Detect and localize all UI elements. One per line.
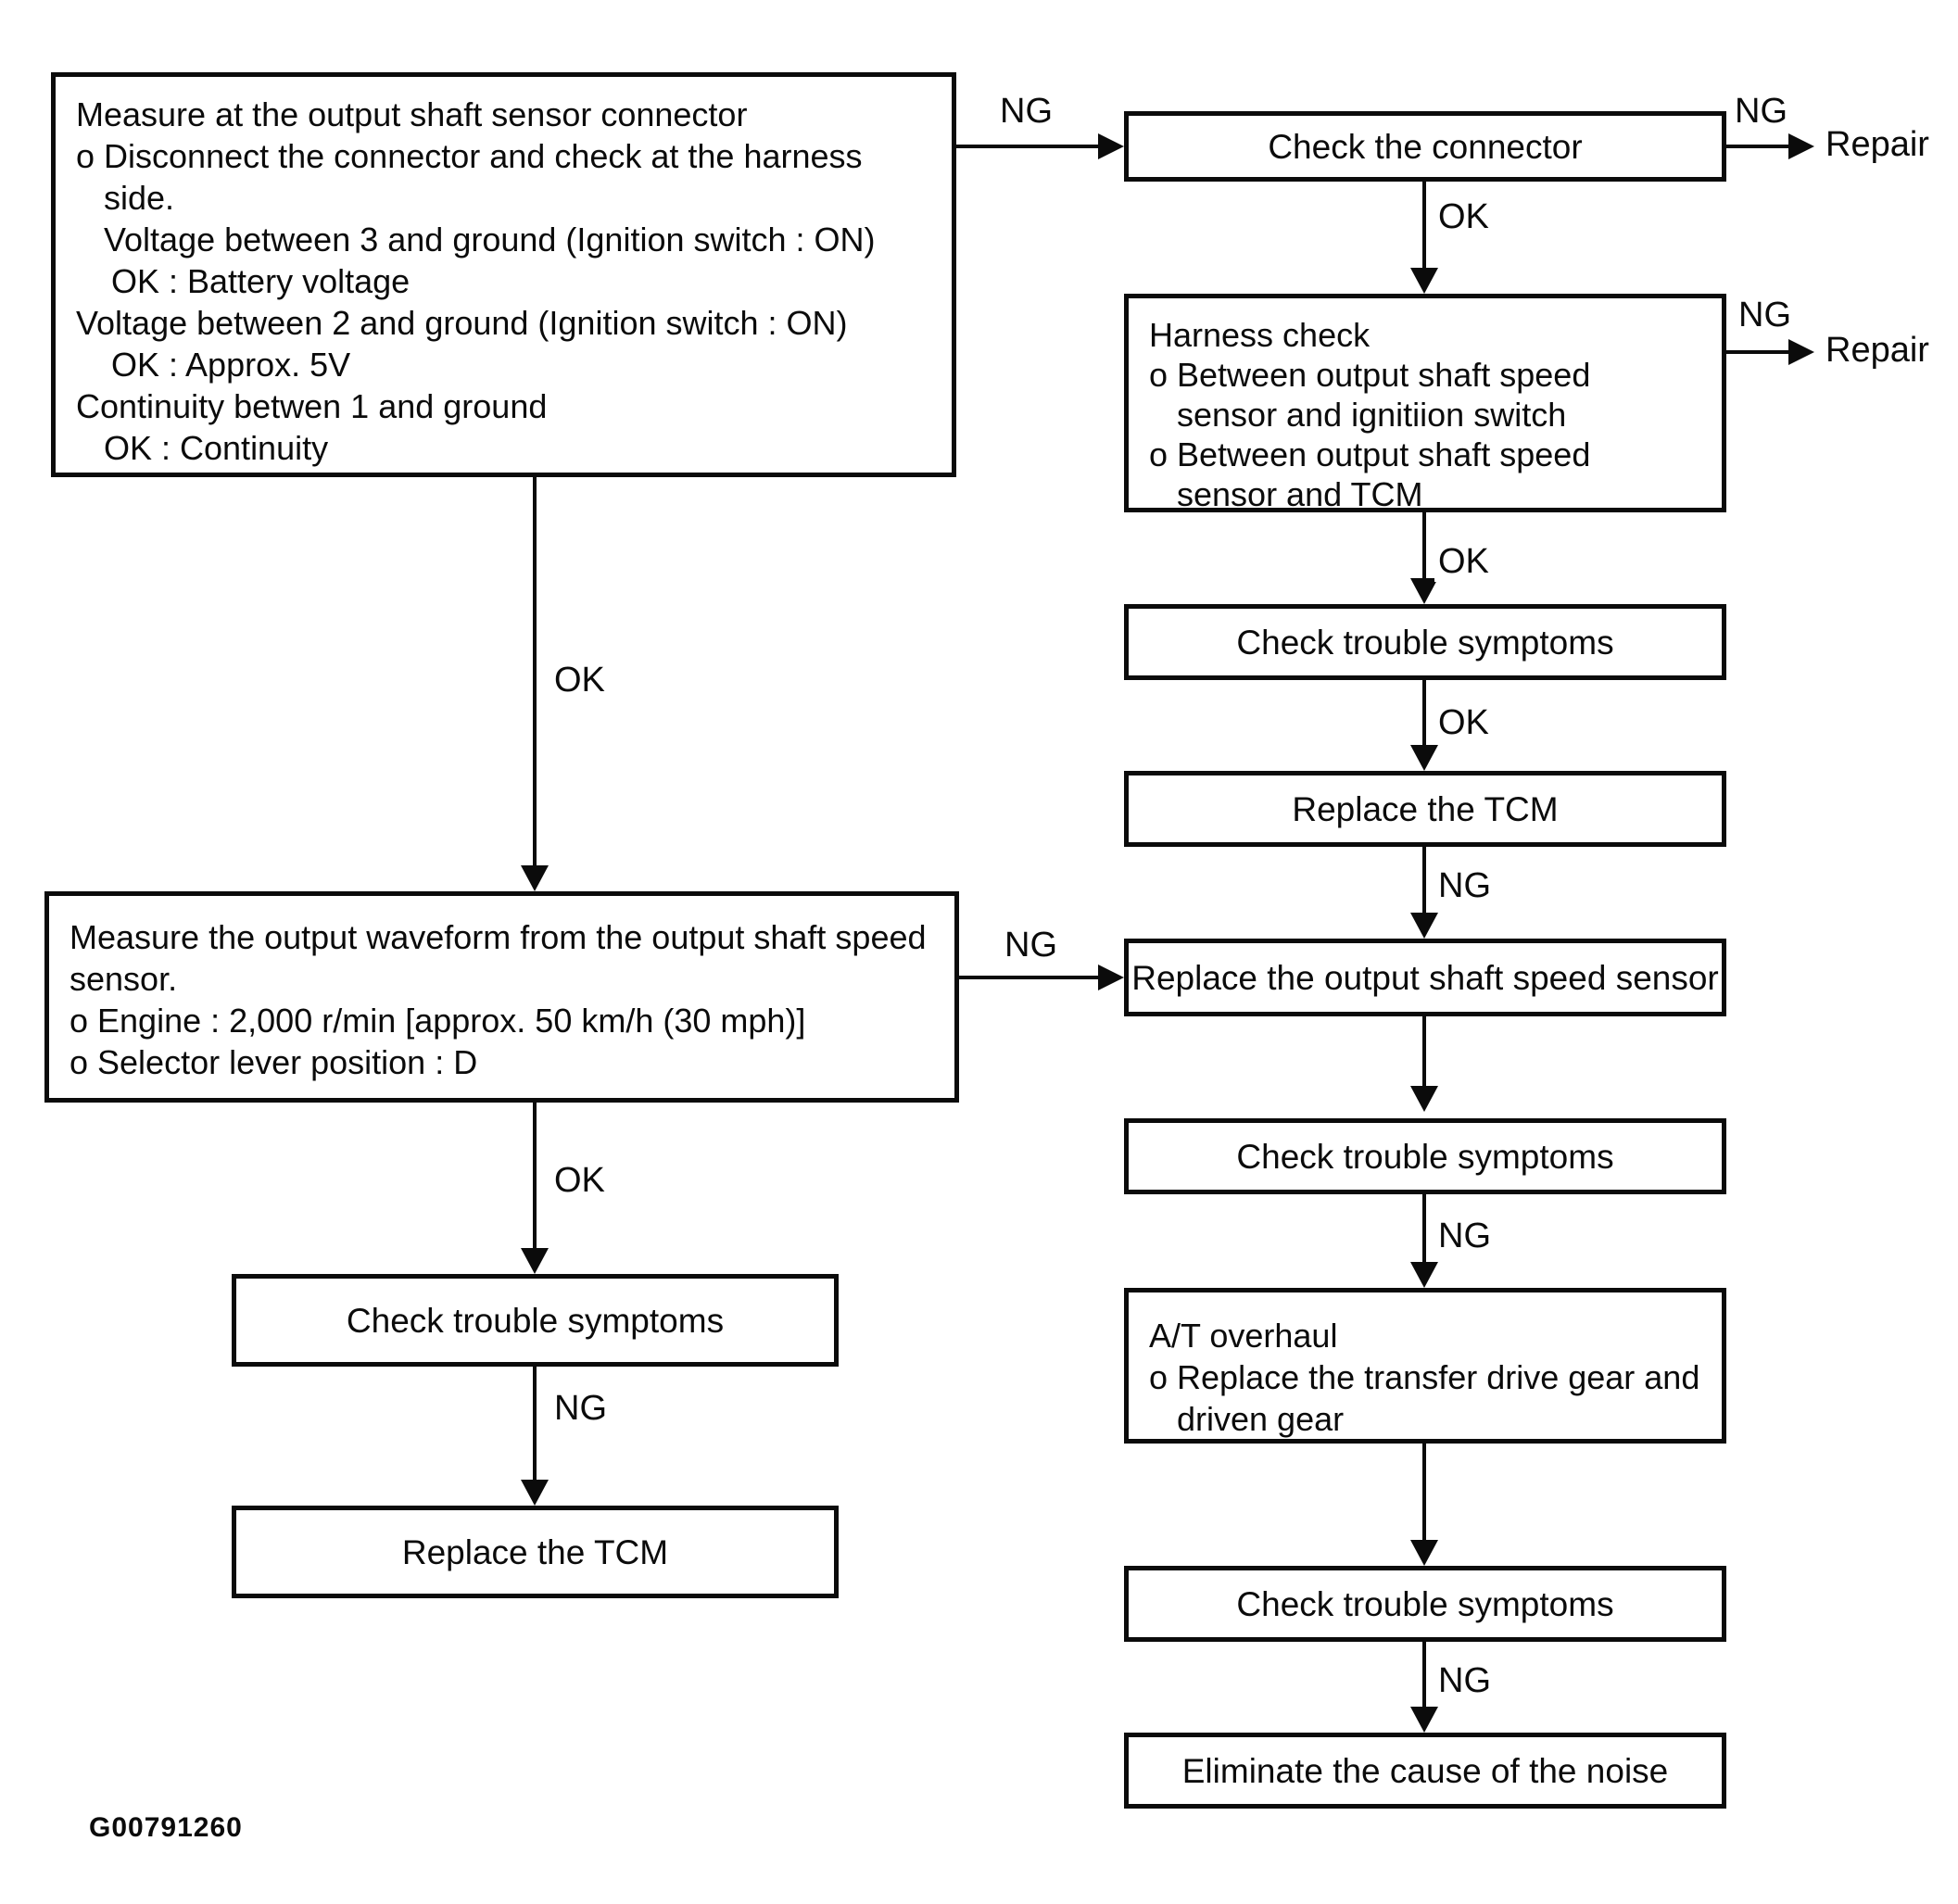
connector-waveform-to-replace-sensor [959, 976, 1098, 979]
connector-sensor-to-symptoms2 [1422, 1016, 1426, 1086]
arrowhead-down [1410, 745, 1438, 771]
flow-box-eliminate-noise: Eliminate the cause of the noise [1124, 1733, 1726, 1809]
text-line: o Between output shaft speed [1149, 435, 1591, 473]
connector-symptoms2-to-overhaul [1422, 1194, 1426, 1262]
arrowhead-right [1098, 965, 1124, 990]
label-ng: NG [996, 91, 1056, 132]
connector-overhaul-to-symptoms3 [1422, 1444, 1426, 1540]
flow-box-title: Check trouble symptoms [1236, 1584, 1614, 1623]
connector-connector-to-harness [1422, 182, 1426, 268]
text-line: Continuity betwen 1 and ground [76, 387, 548, 425]
text-line: o Replace the transfer drive gear and [1149, 1358, 1700, 1396]
label-ok: OK [1434, 702, 1493, 743]
label-ng: NG [1735, 295, 1795, 335]
flow-box-title: Check trouble symptoms [1236, 1137, 1614, 1176]
flow-box-title: Check the connector [1268, 127, 1583, 166]
text-line: o Engine : 2,000 r/min [approx. 50 km/h … [69, 1002, 806, 1040]
label-ok: OK [550, 1160, 609, 1201]
arrowhead-right [1098, 133, 1124, 159]
connector-measure-to-check-connector [956, 145, 1098, 148]
label-ok: OK [1434, 541, 1493, 582]
text-line: o Selector lever position : D [69, 1043, 478, 1081]
text-line: sensor. [69, 960, 178, 998]
text-line: sensor and ignitiion switch [1177, 396, 1567, 434]
text-line: OK : Continuity [104, 429, 329, 467]
arrowhead-down [521, 1480, 549, 1506]
label-ng: NG [1434, 865, 1495, 906]
flow-box-text: Measure the output waveform from the out… [69, 916, 936, 1083]
connector-waveform-to-symptoms [533, 1103, 537, 1248]
label-ng: NG [1731, 91, 1791, 132]
text-line: o Disconnect the connector and check at … [76, 137, 863, 175]
connector-harness-to-symptoms1 [1422, 512, 1426, 578]
text-line: Voltage between 2 and ground (Ignition s… [76, 304, 848, 342]
label-ng: NG [550, 1388, 611, 1429]
connector-symptoms3-to-eliminate [1422, 1642, 1426, 1707]
arrowhead-down [1410, 268, 1438, 294]
flow-box-check-symptoms-left: Check trouble symptoms [232, 1274, 839, 1367]
arrowhead-right [1788, 133, 1814, 159]
flow-box-title: Replace the output shaft speed sensor [1131, 958, 1719, 997]
label-ok: OK [550, 660, 609, 700]
connector-symptoms-to-tcm-left [533, 1367, 537, 1480]
figure-code: G00791260 [89, 1812, 243, 1843]
flow-box-replace-sensor: Replace the output shaft speed sensor [1124, 939, 1726, 1016]
flow-box-title: Replace the TCM [1292, 789, 1559, 828]
flow-box-replace-tcm-right: Replace the TCM [1124, 771, 1726, 847]
flow-box-title: Check trouble symptoms [1236, 623, 1614, 662]
text-line: Harness check [1149, 316, 1371, 354]
flow-box-measure-connector: Measure at the output shaft sensor conne… [51, 72, 956, 477]
label-ng: NG [1434, 1216, 1495, 1256]
flow-box-measure-waveform: Measure the output waveform from the out… [44, 891, 959, 1103]
text-line: Measure at the output shaft sensor conne… [76, 95, 748, 133]
connector-harness-to-repair [1726, 350, 1788, 354]
arrowhead-down [1410, 1086, 1438, 1112]
label-ng: NG [1434, 1660, 1495, 1701]
flow-box-check-symptoms-right-1: Check trouble symptoms [1124, 604, 1726, 680]
flow-box-title: Eliminate the cause of the noise [1181, 1751, 1669, 1790]
text-line: OK : Approx. 5V [111, 346, 351, 384]
arrowhead-down [1410, 578, 1438, 604]
flow-box-title: Check trouble symptoms [346, 1301, 725, 1340]
connector-check-connector-to-repair [1726, 145, 1788, 148]
connector-tcm-to-replace-sensor [1422, 847, 1426, 913]
label-ok: OK [1434, 196, 1493, 237]
text-line: Voltage between 3 and ground (Ignition s… [104, 221, 876, 258]
text-line: side. [104, 179, 175, 217]
flow-box-replace-tcm-left: Replace the TCM [232, 1506, 839, 1598]
arrowhead-down [1410, 1707, 1438, 1733]
arrowhead-down [521, 1248, 549, 1274]
flow-box-check-symptoms-right-2: Check trouble symptoms [1124, 1118, 1726, 1194]
text-line: A/T overhaul [1149, 1317, 1338, 1355]
arrowhead-right [1788, 339, 1814, 365]
arrowhead-down [1410, 1262, 1438, 1288]
flow-box-check-symptoms-right-3: Check trouble symptoms [1124, 1566, 1726, 1642]
text-line: Measure the output waveform from the out… [69, 918, 927, 956]
arrowhead-down [521, 865, 549, 891]
flow-box-check-connector: Check the connector [1124, 111, 1726, 182]
label-repair: Repair [1822, 124, 1933, 165]
connector-measure-to-waveform [533, 477, 537, 865]
text-line: sensor and TCM [1177, 475, 1423, 513]
arrowhead-down [1410, 913, 1438, 939]
text-line: OK : Battery voltage [111, 262, 411, 300]
label-repair: Repair [1822, 330, 1933, 371]
text-line: driven gear [1177, 1400, 1345, 1438]
connector-symptoms1-to-tcm [1422, 680, 1426, 745]
flow-box-text: Measure at the output shaft sensor conne… [76, 94, 933, 469]
arrowhead-down [1410, 1540, 1438, 1566]
flow-box-title: Replace the TCM [401, 1532, 669, 1571]
label-ng: NG [1001, 925, 1061, 965]
text-line: o Between output shaft speed [1149, 356, 1591, 394]
